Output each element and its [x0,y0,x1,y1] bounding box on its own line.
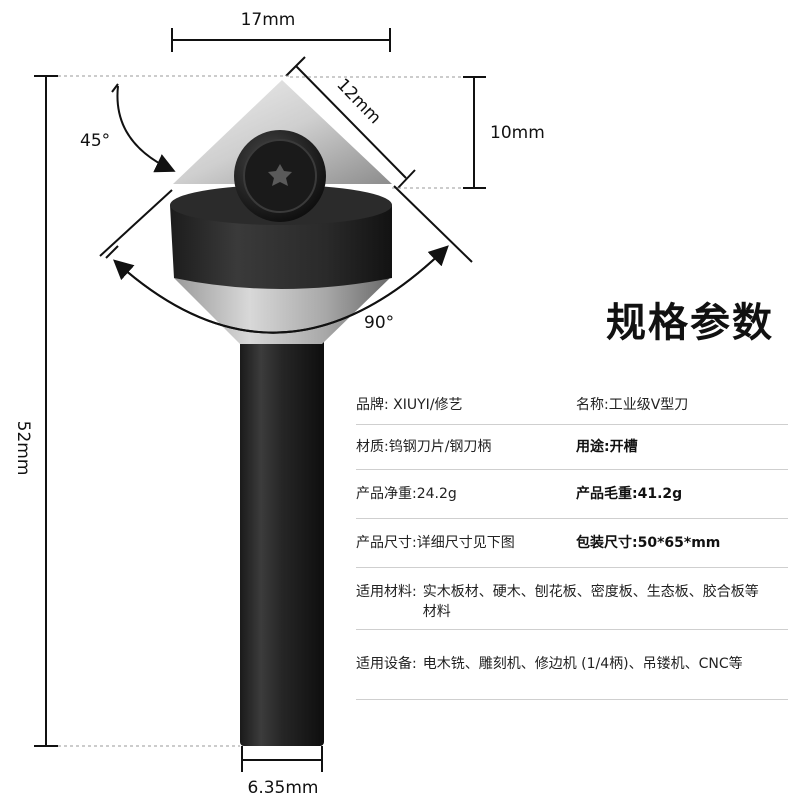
spec-devices: 电木铣、雕刻机、修边机 (1/4柄)、吊镂机、CNC等 [422,656,743,672]
dim-12mm: 12mm [332,75,384,128]
spec-package-size: 包装尺寸:50*65*mm [576,535,721,551]
spec-devices-label: 适用设备: [356,656,417,672]
torx-icon [268,164,292,186]
spec-materials-label: 适用材料: [356,584,417,600]
shank [240,300,324,746]
dim-6-35mm: 6.35mm [248,778,319,798]
angle-90: 90° [364,313,394,333]
spec-row: 适用材料: 实木板材、硬木、刨花板、密度板、生态板、胶合板等材料 [356,568,788,630]
spec-table: 品牌: XIUYI/修艺 名称:工业级V型刀 材质:钨钢刀片/钢刀柄 用途:开槽… [356,386,788,700]
spec-name: 名称:工业级V型刀 [576,397,689,413]
spec-row: 产品净重:24.2g 产品毛重:41.2g [356,470,788,519]
spec-title: 规格参数 [606,300,774,346]
spec-row: 品牌: XIUYI/修艺 名称:工业级V型刀 [356,386,788,425]
spec-materials: 实木板材、硬木、刨花板、密度板、生态板、胶合板等材料 [422,584,759,620]
spec-material: 材质:钨钢刀片/钢刀柄 [356,439,492,455]
dim-17mm: 17mm [241,10,296,30]
spec-row: 产品尺寸:详细尺寸见下图 包装尺寸:50*65*mm [356,519,788,568]
spec-row: 适用设备: 电木铣、雕刻机、修边机 (1/4柄)、吊镂机、CNC等 [356,630,788,700]
spec-usage: 用途:开槽 [576,439,638,455]
spec-gross-weight: 产品毛重:41.2g [576,486,683,502]
spec-net-weight: 产品净重:24.2g [356,486,457,502]
spec-row: 材质:钨钢刀片/钢刀柄 用途:开槽 [356,425,788,470]
angle-45: 45° [80,131,110,151]
dim-10mm: 10mm [490,123,545,143]
dim-52mm: 52mm [13,421,33,476]
spec-brand: 品牌: XIUYI/修艺 [356,397,463,413]
collar [170,205,392,289]
spec-size: 产品尺寸:详细尺寸见下图 [356,535,515,551]
